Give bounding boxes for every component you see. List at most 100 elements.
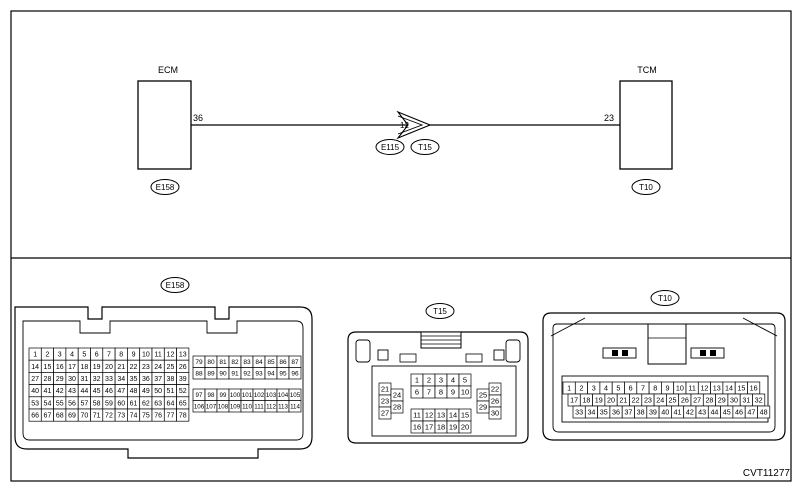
- pin-number: 92: [243, 371, 251, 378]
- pin-number: 25: [669, 396, 677, 405]
- pin-number: 73: [117, 413, 125, 420]
- pin-number: 39: [649, 408, 657, 417]
- pin-number: 27: [693, 396, 701, 405]
- tcm-label: TCM: [637, 65, 657, 75]
- connector-tag-t10: [631, 179, 661, 195]
- pin-number: 38: [637, 408, 645, 417]
- pin-number: 45: [93, 388, 101, 395]
- pin-number: 27: [31, 376, 39, 383]
- pin-number: 44: [80, 388, 88, 395]
- pin-number: 25: [167, 364, 175, 371]
- pin-number: 43: [698, 408, 706, 417]
- pin-cell: [288, 400, 302, 413]
- pin-number: 98: [208, 392, 215, 399]
- pin-number: 31: [80, 376, 88, 383]
- pin-cell: [476, 400, 490, 414]
- pin-number: 82: [231, 359, 239, 366]
- pin-number: 42: [56, 388, 64, 395]
- pin-number: 105: [290, 392, 301, 399]
- pin-number: 48: [760, 408, 768, 417]
- pin-number: 86: [279, 359, 287, 366]
- pin-number: 9: [132, 352, 136, 359]
- pin-number: 39: [179, 376, 187, 383]
- pin-number: 97: [196, 392, 203, 399]
- pin-number: 90: [219, 371, 227, 378]
- pin-number: 28: [393, 403, 401, 412]
- tcm-pin-label: 23: [604, 113, 614, 123]
- pin-number: 100: [230, 392, 241, 399]
- pin-number: 37: [154, 376, 162, 383]
- pin-number: 12: [167, 352, 175, 359]
- pin-number: 17: [68, 364, 76, 371]
- pin-number: 113: [278, 403, 288, 410]
- pin-number: 22: [130, 364, 138, 371]
- pin-number: 11: [413, 411, 421, 420]
- pin-number: 19: [449, 423, 457, 432]
- pin-number: 7: [427, 388, 431, 397]
- pin-number: 13: [179, 352, 187, 359]
- pin-number: 48: [130, 388, 138, 395]
- pin-number: 33: [105, 376, 113, 383]
- connector-tag-t15-text: T15: [418, 143, 432, 152]
- pin-number: 25: [479, 391, 487, 400]
- t15-view-tag: [425, 303, 455, 319]
- pin-number: 20: [105, 364, 113, 371]
- pin-number: 42: [686, 408, 694, 417]
- pin-number: 53: [31, 400, 39, 407]
- pin-cell: [458, 385, 472, 399]
- ecm-label: ECM: [158, 65, 178, 75]
- pin-number: 74: [130, 413, 138, 420]
- pin-number: 26: [179, 364, 187, 371]
- pin-number: 5: [616, 384, 620, 393]
- pin-number: 2: [427, 376, 431, 385]
- pin-number: 8: [119, 352, 123, 359]
- pin-number: 30: [68, 376, 76, 383]
- e158-view-tag: [160, 277, 190, 293]
- pin-number: 4: [451, 376, 455, 385]
- pin-number: 45: [723, 408, 731, 417]
- tcm-box: [619, 80, 673, 170]
- t10-view-tag: [650, 290, 680, 306]
- pin-number: 30: [491, 409, 499, 418]
- pin-number: 80: [207, 359, 215, 366]
- pin-number: 21: [619, 396, 627, 405]
- pin-number: 91: [231, 371, 239, 378]
- pin-number: 14: [31, 364, 39, 371]
- pin-number: 60: [117, 400, 125, 407]
- pin-number: 36: [142, 376, 150, 383]
- pin-number: 52: [179, 388, 187, 395]
- diagram-frame: [10, 10, 792, 482]
- pin-number: 70: [80, 413, 88, 420]
- pin-number: 7: [641, 384, 645, 393]
- pin-number: 9: [666, 384, 670, 393]
- pin-number: 28: [44, 376, 52, 383]
- pin-number: 81: [219, 359, 227, 366]
- pin-number: 68: [56, 413, 64, 420]
- pin-number: 11: [155, 352, 162, 359]
- pin-number: 15: [44, 364, 52, 371]
- pin-number: 2: [45, 352, 49, 359]
- pin-number: 101: [242, 392, 253, 399]
- pin-number: 27: [381, 409, 389, 418]
- pin-number: 31: [742, 396, 750, 405]
- pin-number: 83: [243, 359, 251, 366]
- pin-number: 35: [130, 376, 138, 383]
- pin-number: 35: [600, 408, 608, 417]
- pin-number: 32: [93, 376, 101, 383]
- pin-number: 40: [31, 388, 39, 395]
- connector-tag-e158: [150, 179, 180, 195]
- pin-number: 8: [653, 384, 657, 393]
- pin-number: 4: [70, 352, 74, 359]
- pin-number: 99: [220, 392, 227, 399]
- pin-number: 59: [105, 400, 113, 407]
- pin-number: 95: [279, 371, 287, 378]
- pin-number: 77: [167, 413, 175, 420]
- pin-number: 19: [93, 364, 101, 371]
- pin-number: 16: [413, 423, 421, 432]
- pin-number: 62: [142, 400, 150, 407]
- pin-number: 18: [582, 396, 590, 405]
- pin-number: 89: [207, 371, 215, 378]
- pin-number: 41: [44, 388, 52, 395]
